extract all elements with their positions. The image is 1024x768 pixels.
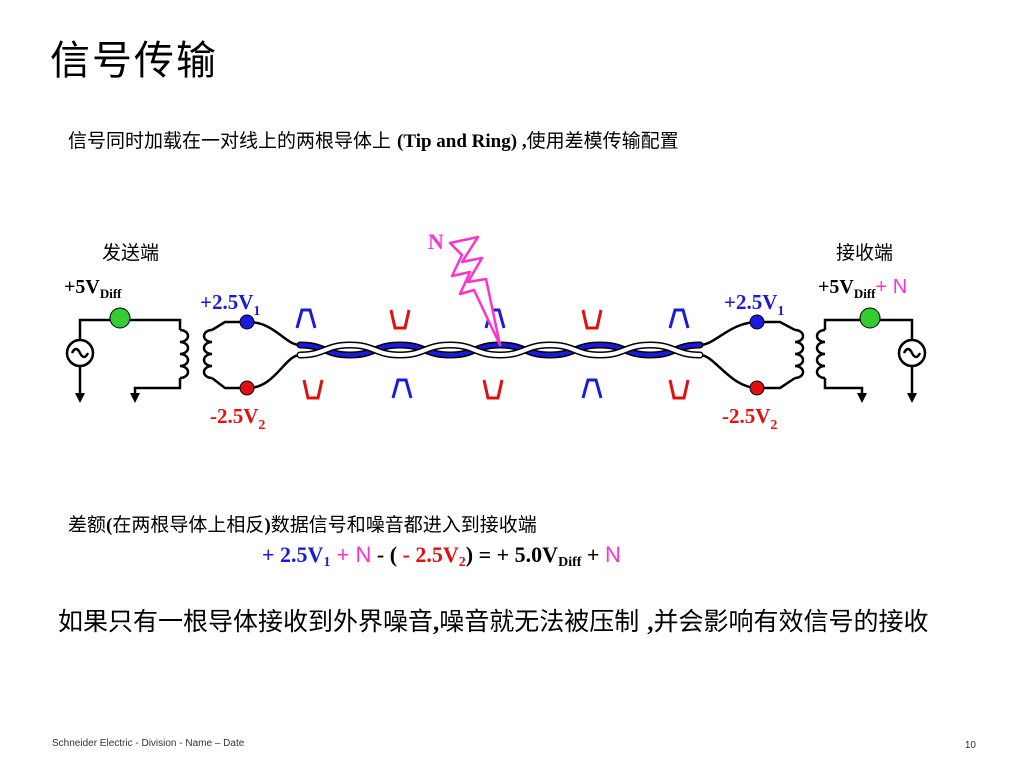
eq-result: ) = + 5.0VDiff + (465, 542, 605, 570)
note-post: 数据信号和噪音都进入到接收端 (270, 514, 537, 536)
eq-negative: - 2.5V2 (402, 542, 466, 570)
note-paren-close: ) (264, 515, 271, 536)
differential-pair-diagram: 发送端 +5VDiff 接收端 +5VDiff+ N (64, 229, 927, 433)
sender-source (65, 318, 190, 403)
intro-text: 信号同时加载在一对线上的两根导体上 (Tip and Ring) ,使用差模传输… (68, 126, 679, 153)
conclusion-comma-2: , (647, 609, 654, 636)
conclusion-part5: 并会影响有效信号的接收 (653, 607, 929, 636)
sender-positive-voltage: +2.5V1 (200, 290, 260, 319)
receiver-positive-voltage: +2.5V1 (724, 290, 784, 319)
receiver-negative-terminal (749, 380, 765, 396)
sender-voltage: +5VDiff (64, 276, 122, 301)
difference-equation: + 2.5V1 + N - ( - 2.5V2) = + 5.0VDiff + … (262, 542, 621, 571)
receiver-ground-dot (859, 307, 881, 329)
sender-negative-terminal (239, 380, 255, 396)
twisted-pair-cable (296, 341, 704, 359)
receiver-voltage: +5VDiff+ N (818, 276, 907, 301)
eq-noise-2: N (604, 542, 621, 567)
receiver-negative-voltage: -2.5V2 (722, 404, 777, 433)
receiver-circuit (815, 318, 927, 403)
footer-text: Schneider Electric - Division - Name – D… (52, 738, 245, 749)
note-paren-open: ( (106, 515, 113, 536)
intro-text-tip-ring: (Tip and Ring) , (397, 131, 527, 152)
eq-noise-1: + N (330, 542, 372, 567)
sender-positive-terminal (239, 314, 255, 330)
receiver-label: 接收端 (836, 242, 893, 264)
noise-label: N (428, 229, 444, 254)
conclusion-part3: 噪音就无法被压制 (439, 607, 648, 636)
page-number: 10 (964, 740, 976, 751)
receiver-transformer (699, 320, 805, 390)
receiver-positive-terminal (749, 314, 765, 330)
conclusion-comma-1: , (433, 609, 440, 636)
sender-transformer (202, 320, 301, 390)
intro-text-post: 使用差模传输配置 (526, 130, 679, 152)
note-mid: 在两根导体上相反 (112, 514, 265, 536)
sender-label: 发送端 (102, 242, 159, 264)
intro-text-pre: 信号同时加载在一对线上的两根导体上 (68, 130, 398, 152)
pulse-symbols-bottom (302, 378, 690, 400)
note-pre: 差额 (68, 514, 107, 536)
eq-positive: + 2.5V1 (262, 542, 331, 570)
slide-title: 信号传输 (50, 38, 218, 84)
sender-ground-dot (109, 307, 131, 329)
conclusion-part1: 如果只有一根导体接收到外界噪音 (58, 607, 434, 636)
sender-negative-voltage: -2.5V2 (210, 404, 265, 433)
noise-lightning-icon: N (428, 229, 502, 347)
difference-note: 差额(在两根导体上相反)数据信号和噪音都进入到接收端 (68, 510, 537, 537)
eq-minus: - ( (371, 542, 403, 567)
conclusion-text: 如果只有一根导体接收到外界噪音,噪音就无法被压制 ,并会影响有效信号的接收 (58, 604, 938, 641)
